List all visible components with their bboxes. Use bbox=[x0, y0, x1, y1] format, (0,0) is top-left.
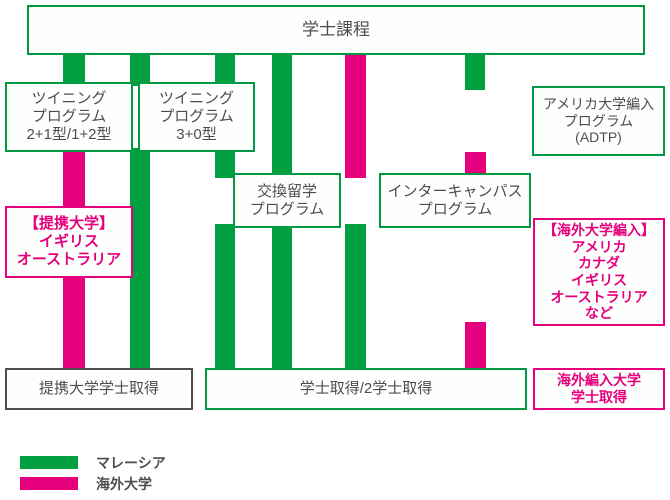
outcome-box-partner-degree: 提携大学学士取得 bbox=[5, 368, 193, 410]
legend-swatch-malaysia bbox=[20, 456, 78, 469]
legend: マレーシア 海外大学 bbox=[20, 452, 240, 494]
legend-swatch-overseas-university bbox=[20, 477, 78, 490]
legend-item-malaysia: マレーシア bbox=[20, 452, 240, 473]
connector-pink-top-intercampus bbox=[345, 50, 366, 178]
destination-box-partner-universities: 【提携大学】 イギリス オーストラリア bbox=[5, 206, 133, 278]
program-box-twinning-3plus0: ツイニング プログラム 3+0型 bbox=[138, 82, 255, 152]
destination-box-overseas-transfer-universities: 【海外大学編入】 アメリカ カナダ イギリス オーストラリア など bbox=[533, 218, 665, 326]
connector-green-top-adtp bbox=[465, 50, 485, 90]
connector-pink-partners-degree bbox=[63, 274, 85, 374]
outcome-box-overseas-degree: 海外編入大学 学士取得 bbox=[533, 368, 665, 410]
connector-green-top-twinning30 bbox=[130, 50, 150, 86]
program-box-exchange: 交換留学 プログラム bbox=[233, 173, 341, 228]
connector-pink-overseas-degree bbox=[465, 322, 486, 374]
connector-green-intercampus-degree bbox=[345, 224, 366, 374]
legend-label-malaysia: マレーシア bbox=[96, 454, 166, 471]
legend-item-overseas-university: 海外大学 bbox=[20, 473, 240, 494]
connector-green-twinning30-degree bbox=[130, 148, 150, 374]
connector-pink-twinning21-partners bbox=[63, 148, 85, 210]
connector-green-top-twinning21 bbox=[63, 50, 85, 86]
program-box-twinning-2plus1: ツイニング プログラム 2+1型/1+2型 bbox=[5, 82, 133, 152]
connector-green-exchange-degree bbox=[215, 224, 235, 374]
legend-label-overseas-university: 海外大学 bbox=[96, 475, 152, 492]
outcome-box-bachelor-degree: 学士取得/2学士取得 bbox=[205, 368, 527, 410]
bachelor-course-title-box: 学士課程 bbox=[27, 5, 645, 55]
program-box-adtp: アメリカ大学編入 プログラム (ADTP) bbox=[532, 86, 665, 156]
program-box-inter-campus: インターキャンパス プログラム bbox=[379, 173, 531, 228]
